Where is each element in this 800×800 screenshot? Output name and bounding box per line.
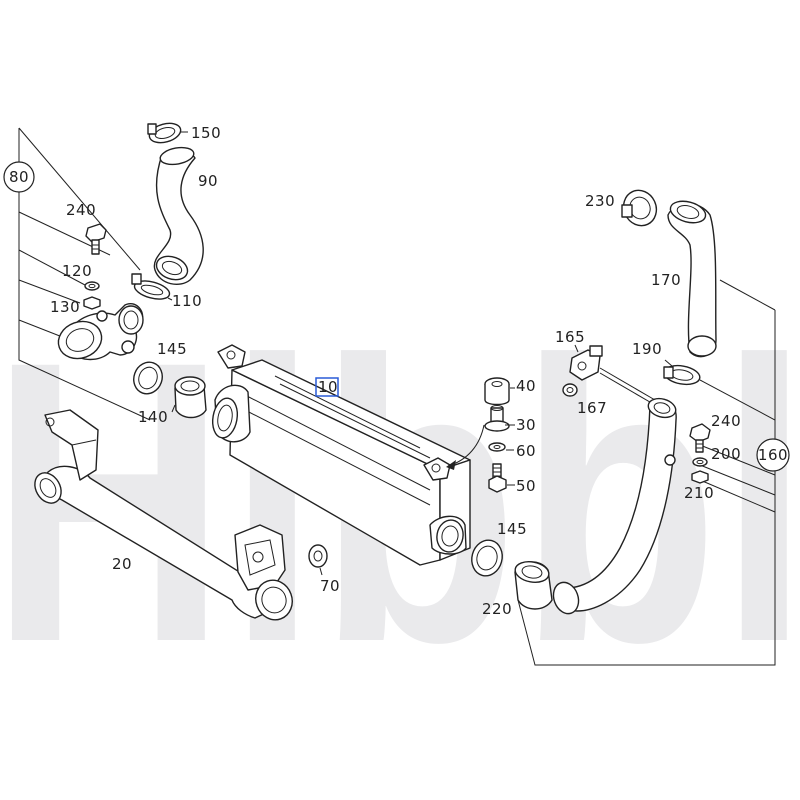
sensor-165	[569, 345, 603, 381]
hose-clamp-190	[663, 364, 701, 386]
bolt-50	[488, 463, 507, 493]
pipe-fitting-left	[57, 303, 144, 361]
callout-240-right[interactable]: 240	[711, 412, 741, 430]
callout-170[interactable]: 170	[651, 271, 681, 289]
washer-200	[692, 457, 708, 467]
selected-callout-box	[315, 377, 339, 397]
callout-circle-80	[3, 161, 35, 193]
nut-210	[691, 470, 709, 484]
callout-80[interactable]: 80	[9, 168, 29, 186]
hose-90	[153, 146, 204, 286]
hose-clamp-110	[131, 273, 171, 300]
callout-165[interactable]: 165	[555, 328, 585, 346]
arrow-head-icon	[446, 460, 456, 470]
hose-clamp-150	[147, 122, 182, 144]
callout-40[interactable]: 40	[516, 377, 536, 395]
callout-20[interactable]: 20	[112, 555, 132, 573]
group-frame-160: 160	[517, 279, 790, 666]
hose-170	[667, 200, 717, 358]
grommet-70	[308, 544, 328, 568]
callout-210[interactable]: 210	[684, 484, 714, 502]
callout-240-left[interactable]: 240	[66, 201, 96, 219]
washer-120	[84, 281, 100, 291]
hose-clamp-230	[621, 189, 658, 227]
callout-70[interactable]: 70	[320, 577, 340, 595]
callout-50[interactable]: 50	[516, 477, 536, 495]
callout-190[interactable]: 190	[632, 340, 662, 358]
callout-220[interactable]: 220	[482, 600, 512, 618]
charge-pipe-20	[34, 409, 293, 621]
bolt-240-left	[85, 223, 107, 255]
callout-60[interactable]: 60	[516, 442, 536, 460]
callout-145-left[interactable]: 145	[157, 340, 187, 358]
callout-120[interactable]: 120	[62, 262, 92, 280]
o-ring-145-right	[471, 539, 503, 577]
collar-220	[514, 561, 553, 610]
o-ring-145-left	[133, 361, 163, 395]
callout-30[interactable]: 30	[516, 416, 536, 434]
charge-pipe-right	[552, 397, 677, 615]
callout-160[interactable]: 160	[758, 446, 788, 464]
rubber-mount-40	[484, 377, 510, 406]
intercooler-10	[211, 344, 471, 566]
group-frame-80: 80	[3, 127, 151, 421]
callout-230[interactable]: 230	[585, 192, 615, 210]
callout-10[interactable]: 10	[318, 378, 338, 396]
callout-200[interactable]: 200	[711, 445, 741, 463]
nut-130	[83, 296, 101, 310]
callout-167[interactable]: 167	[577, 399, 607, 417]
washer-60	[488, 442, 506, 452]
callout-circle-160	[756, 438, 790, 472]
callout-130[interactable]: 130	[50, 298, 80, 316]
callout-140[interactable]: 140	[138, 408, 168, 426]
collar-140	[174, 376, 207, 419]
callout-110[interactable]: 110	[172, 292, 202, 310]
o-ring-167	[562, 383, 578, 397]
callout-145-right[interactable]: 145	[497, 520, 527, 538]
bushing-30	[484, 405, 510, 432]
callout-90[interactable]: 90	[198, 172, 218, 190]
callout-150[interactable]: 150	[191, 124, 221, 142]
bolt-240-right	[689, 423, 711, 453]
